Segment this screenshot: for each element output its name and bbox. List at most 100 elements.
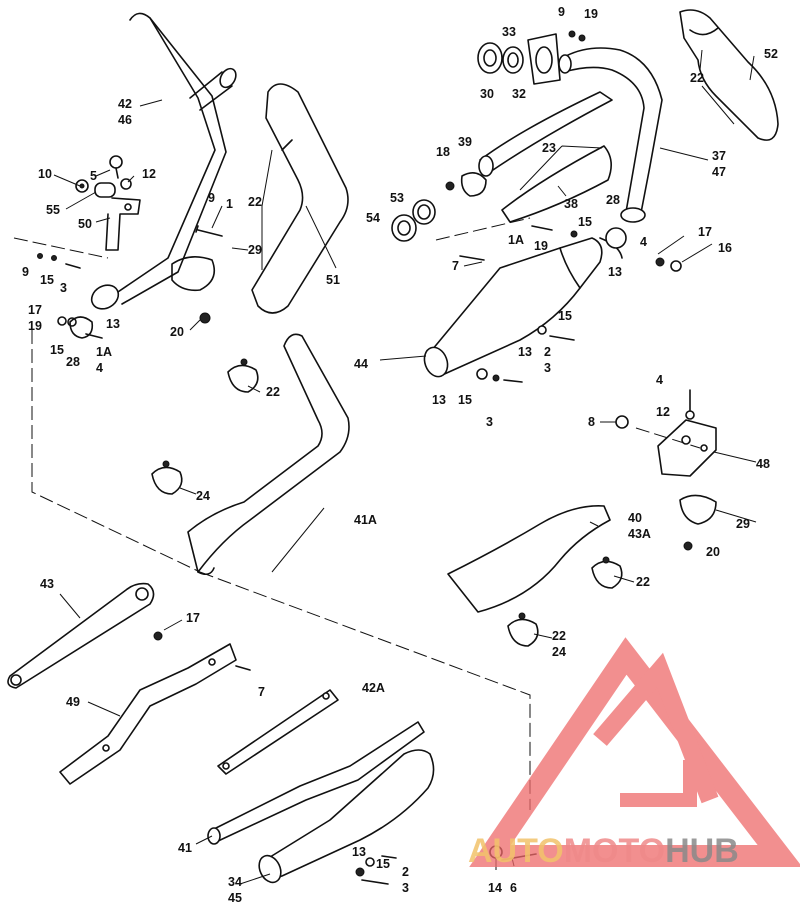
watermark-logo xyxy=(469,637,800,867)
callout-40: 40 xyxy=(628,511,642,525)
callout-46: 46 xyxy=(118,113,132,127)
callout-17-left: 17 xyxy=(28,303,42,317)
hardware-left xyxy=(37,155,223,339)
crossover-pipe-23 xyxy=(478,91,613,223)
callout-4-bracket: 4 xyxy=(656,373,663,387)
heat-shield-52 xyxy=(679,9,779,141)
callout-19-top: 19 xyxy=(584,7,598,21)
leader-lines xyxy=(53,49,757,885)
callout-1A-right: 1A xyxy=(508,233,524,247)
callout-22-top: 22 xyxy=(690,71,704,85)
callout-13-lower: 13 xyxy=(432,393,446,407)
callout-19-right: 19 xyxy=(534,239,548,253)
callout-3-bottom: 3 xyxy=(402,881,409,895)
callout-5: 5 xyxy=(90,169,97,183)
callout-50: 50 xyxy=(78,217,92,231)
rear-muffler-shield-40 xyxy=(447,505,611,613)
strap-43 xyxy=(7,582,155,689)
callout-20-right: 20 xyxy=(706,545,720,559)
callout-17-right: 17 xyxy=(698,225,712,239)
callout-9-left: 9 xyxy=(22,265,29,279)
callout-43A: 43A xyxy=(628,527,651,541)
callout-52: 52 xyxy=(764,47,778,61)
front-muffler-shield-41A xyxy=(187,333,350,576)
watermark-moto: MOTO xyxy=(564,832,665,870)
callout-1: 1 xyxy=(226,197,233,211)
callout-54: 54 xyxy=(366,211,380,225)
callout-9: 9 xyxy=(208,191,215,205)
clamps-22-24 xyxy=(151,358,623,647)
callout-2-muffler: 2 xyxy=(544,345,551,359)
callout-32: 32 xyxy=(512,87,526,101)
callout-29: 29 xyxy=(248,243,262,257)
hardware-mid-right xyxy=(459,255,575,383)
callout-24-right: 24 xyxy=(552,645,566,659)
callout-7-lower: 7 xyxy=(258,685,265,699)
bracket-42A xyxy=(217,689,339,775)
callout-24-mid: 24 xyxy=(196,489,210,503)
callout-labels: 42 46 10 5 12 55 50 9 1 29 9 15 3 17 19 … xyxy=(22,5,778,905)
callout-43: 43 xyxy=(40,577,54,591)
rings-53-54 xyxy=(391,199,436,242)
callout-49: 49 xyxy=(66,695,80,709)
callout-30: 30 xyxy=(480,87,494,101)
callout-51: 51 xyxy=(326,273,340,287)
callout-8: 8 xyxy=(588,415,595,429)
callout-3-left: 3 xyxy=(60,281,67,295)
callout-45: 45 xyxy=(228,891,242,905)
front-exhaust-pipe-42 xyxy=(90,12,237,310)
callout-22-right-b: 22 xyxy=(552,629,566,643)
callout-53: 53 xyxy=(390,191,404,205)
callout-15-lower: 15 xyxy=(458,393,472,407)
callout-39: 39 xyxy=(458,135,472,149)
watermark-hub: HUB xyxy=(665,832,739,870)
callout-6: 6 xyxy=(510,881,517,895)
callout-28-left: 28 xyxy=(66,355,80,369)
callout-42: 42 xyxy=(118,97,132,111)
callout-33: 33 xyxy=(502,25,516,39)
callout-55: 55 xyxy=(46,203,60,217)
callout-23: 23 xyxy=(542,141,556,155)
callout-22-left: 22 xyxy=(248,195,262,209)
callout-29-right: 29 xyxy=(736,517,750,531)
bracket-49 xyxy=(59,643,251,785)
callout-16: 16 xyxy=(718,241,732,255)
callout-15-right: 15 xyxy=(578,215,592,229)
clamp-39 xyxy=(445,172,487,197)
callout-1A-left: 1A xyxy=(96,345,112,359)
callout-2-bottom: 2 xyxy=(402,865,409,879)
callout-19-left: 19 xyxy=(28,319,42,333)
callout-38: 38 xyxy=(564,197,578,211)
callout-22-mid: 22 xyxy=(266,385,280,399)
callout-4-right: 4 xyxy=(640,235,647,249)
callout-17-lower: 17 xyxy=(186,611,200,625)
callout-48: 48 xyxy=(756,457,770,471)
callout-20-left: 20 xyxy=(170,325,184,339)
callout-18: 18 xyxy=(436,145,450,159)
callout-41: 41 xyxy=(178,841,192,855)
callout-13-muffler: 13 xyxy=(518,345,532,359)
watermark-text: AUTOMOTOHUB xyxy=(468,832,739,870)
callout-12: 12 xyxy=(142,167,156,181)
callout-15-bottom: 15 xyxy=(376,857,390,871)
callout-12-bracket: 12 xyxy=(656,405,670,419)
callout-14: 14 xyxy=(488,881,502,895)
callout-41A: 41A xyxy=(354,513,377,527)
callout-3-muffler: 3 xyxy=(544,361,551,375)
callout-10: 10 xyxy=(38,167,52,181)
callout-15-muffler: 15 xyxy=(558,309,572,323)
callout-22-right-a: 22 xyxy=(636,575,650,589)
callout-15-left: 15 xyxy=(40,273,54,287)
callout-42A: 42A xyxy=(362,681,385,695)
watermark-auto: AUTO xyxy=(468,832,564,870)
callout-13-right: 13 xyxy=(608,265,622,279)
heat-shield-51 xyxy=(251,83,349,314)
callout-37: 37 xyxy=(712,149,726,163)
rear-exhaust-pipe-37 xyxy=(558,47,663,223)
bracket-50 xyxy=(105,197,141,251)
callout-15-left-b: 15 xyxy=(50,343,64,357)
nut-17 xyxy=(153,631,163,641)
assembly-lines xyxy=(13,217,701,810)
gaskets-top-right xyxy=(477,30,586,85)
